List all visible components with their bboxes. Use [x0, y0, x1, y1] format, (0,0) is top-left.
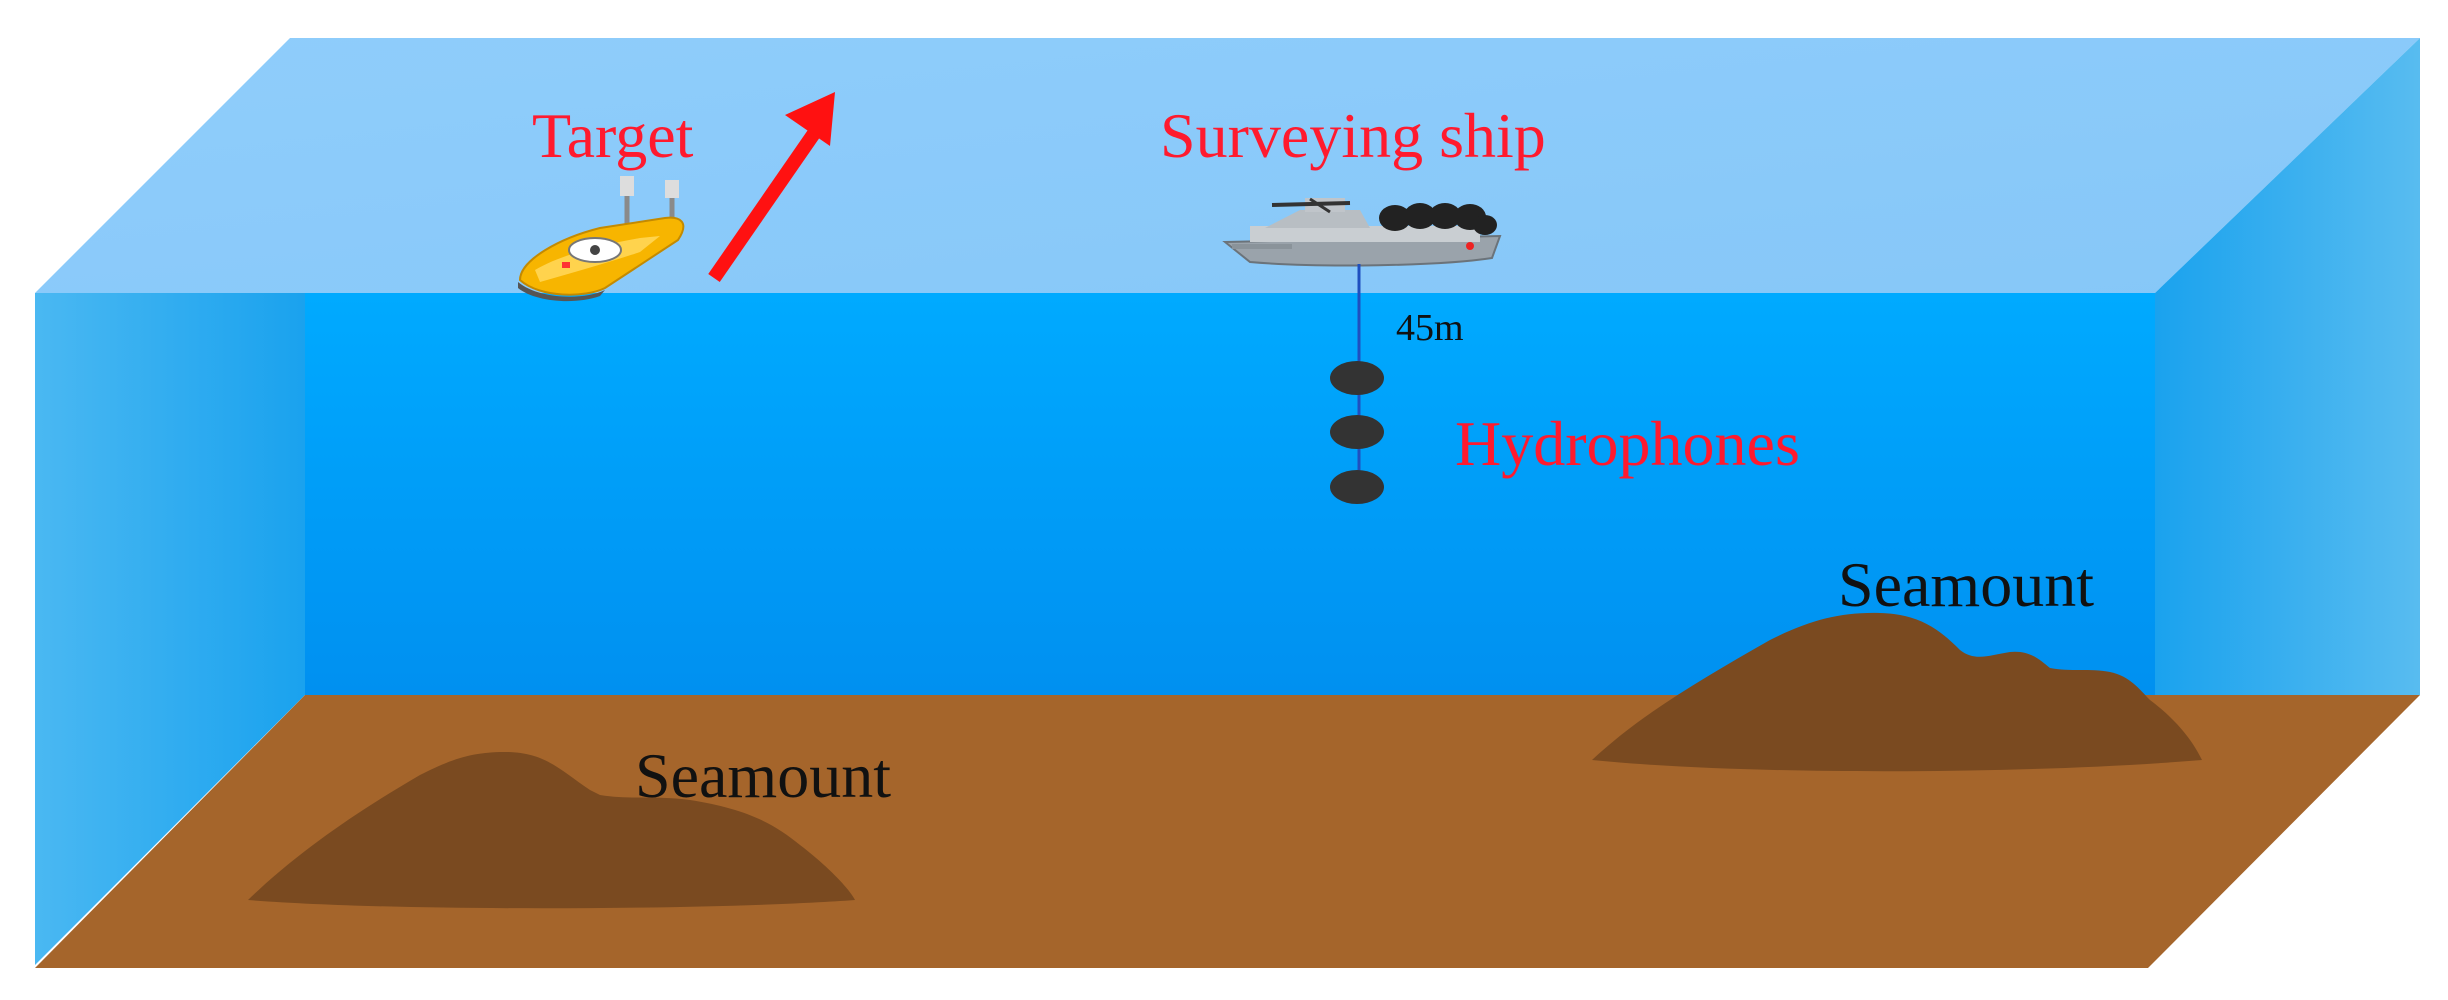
- hydrophone-icon: [1330, 470, 1384, 504]
- target-label: Target: [532, 100, 694, 171]
- surveying-ship-label: Surveying ship: [1160, 100, 1546, 171]
- red-arrow-icon: [708, 92, 835, 282]
- seamount-right-label: Seamount: [1838, 549, 2094, 620]
- seamount-right-shape: [1592, 612, 2202, 772]
- hydrophone-icon: [1330, 415, 1384, 449]
- hydrophone-icon: [1330, 361, 1384, 395]
- seamount-left-label: Seamount: [635, 740, 891, 811]
- grey-warship-icon: [1222, 197, 1502, 267]
- water-left-side: [35, 293, 305, 965]
- seamount-left-shape: [248, 752, 855, 909]
- water-right-side: [2155, 38, 2420, 695]
- hydrophones-label: Hydrophones: [1455, 408, 1800, 479]
- hydrophone-array: [1330, 264, 1384, 504]
- yellow-unmanned-boat-icon: [518, 176, 685, 302]
- depth-label: 45m: [1396, 307, 1464, 349]
